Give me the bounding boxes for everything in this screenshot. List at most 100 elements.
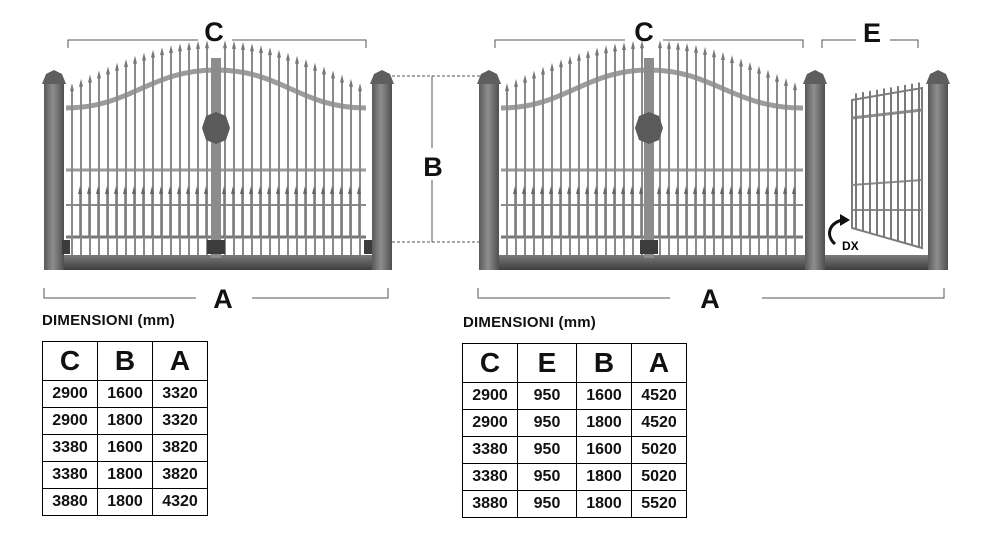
spear-tip-icon: [585, 186, 589, 194]
spear-tip-icon: [250, 43, 254, 52]
spear-tip-icon: [621, 186, 625, 194]
spear-tip-icon: [330, 186, 334, 194]
spear-tip-icon: [159, 186, 163, 194]
spear-tip-icon: [631, 40, 635, 49]
table-cell: 5020: [631, 436, 687, 464]
column-header: E: [517, 343, 577, 383]
spear-tip-icon: [115, 62, 119, 71]
spear-tip-icon: [658, 40, 662, 49]
spear-tip-icon: [304, 58, 308, 67]
center-stile: [211, 58, 221, 258]
spear-tip-icon: [169, 45, 173, 54]
dimension-a-label: A: [213, 284, 233, 314]
table-cell: 950: [517, 490, 577, 518]
spear-tip-icon: [757, 65, 761, 74]
spear-tip-icon: [357, 186, 361, 194]
spear-tip-icon: [258, 186, 262, 194]
spear-tip-icon: [675, 186, 679, 194]
spear-tip-icon: [747, 186, 751, 194]
spear-tip-icon: [531, 186, 535, 194]
table-cell: 950: [517, 382, 577, 410]
spear-tip-icon: [594, 186, 598, 194]
spear-tip-icon: [313, 62, 317, 71]
spear-tip-icon: [106, 66, 110, 75]
spear-tip-icon: [568, 55, 572, 64]
table-cell: 950: [517, 409, 577, 437]
dimension-a-label: A: [700, 284, 720, 314]
spear-tip-icon: [196, 40, 200, 49]
table-cell: 3380: [42, 434, 98, 462]
arrowhead-icon: [840, 214, 850, 226]
spear-tip-icon: [558, 186, 562, 194]
table-cell: 5020: [631, 463, 687, 491]
table-cell: 1800: [97, 407, 153, 435]
column-header: B: [97, 341, 153, 381]
spear-tip-icon: [523, 74, 527, 83]
spear-tip-icon: [178, 43, 182, 52]
post-cap: [42, 70, 66, 84]
post-left: [44, 84, 64, 270]
pedestrian-gate: [851, 82, 923, 250]
post-cap: [803, 70, 827, 84]
spear-tip-icon: [168, 186, 172, 194]
spear-tip-icon: [295, 55, 299, 64]
spear-tip-icon: [105, 186, 109, 194]
spear-tip-icon: [703, 46, 707, 55]
table-cell: 3320: [152, 380, 208, 408]
spear-tip-icon: [730, 55, 734, 64]
vertical-bars: [70, 40, 362, 255]
spear-tip-icon: [541, 66, 545, 75]
table-cell: 950: [517, 463, 577, 491]
dimensions-title: DIMENSIONI (mm): [463, 314, 597, 331]
spear-tip-icon: [97, 70, 101, 79]
dimensions-title: DIMENSIONI (mm): [42, 312, 176, 329]
spear-tip-icon: [793, 82, 797, 91]
table-cell: 1800: [576, 409, 632, 437]
hinge: [62, 240, 70, 254]
table-cell: 4520: [631, 382, 687, 410]
post-cap: [926, 70, 950, 84]
spear-tip-icon: [702, 186, 706, 194]
spear-tip-icon: [286, 52, 290, 61]
ornament-medallion: [635, 112, 663, 144]
spear-tip-icon: [630, 186, 634, 194]
spear-tip-icon: [321, 186, 325, 194]
spear-tip-icon: [513, 186, 517, 194]
spear-tip-icon: [186, 186, 190, 194]
spear-tip-icon: [657, 186, 661, 194]
post-middle: [805, 84, 825, 270]
spear-tip-icon: [150, 186, 154, 194]
table-cell: 3880: [42, 488, 98, 516]
dx-label: DX: [842, 239, 859, 253]
spear-tip-icon: [667, 40, 671, 49]
spear-tip-icon: [540, 186, 544, 194]
spear-tip-icon: [694, 44, 698, 53]
spear-tip-icon: [132, 186, 136, 194]
spear-tip-icon: [666, 186, 670, 194]
spear-tip-icon: [550, 62, 554, 71]
base-beam: [479, 255, 945, 270]
spear-tip-icon: [721, 51, 725, 60]
table-cell: 1600: [576, 436, 632, 464]
spear-tip-icon: [240, 186, 244, 194]
spear-tip-icon: [720, 186, 724, 194]
spear-tip-icon: [87, 186, 91, 194]
spear-tip-icon: [232, 40, 236, 49]
spear-tip-icon: [160, 47, 164, 56]
spear-tip-icon: [739, 58, 743, 67]
table-cell: 2900: [462, 382, 518, 410]
spear-tip-icon: [577, 52, 581, 61]
spear-tip-icon: [783, 186, 787, 194]
center-lock: [640, 240, 658, 254]
spear-tip-icon: [505, 83, 509, 92]
column-header: C: [42, 341, 98, 381]
spear-tip-icon: [285, 186, 289, 194]
spear-tip-icon: [792, 186, 796, 194]
dimension-e-label: E: [863, 18, 881, 48]
spear-tip-icon: [612, 186, 616, 194]
center-stile: [644, 58, 654, 258]
